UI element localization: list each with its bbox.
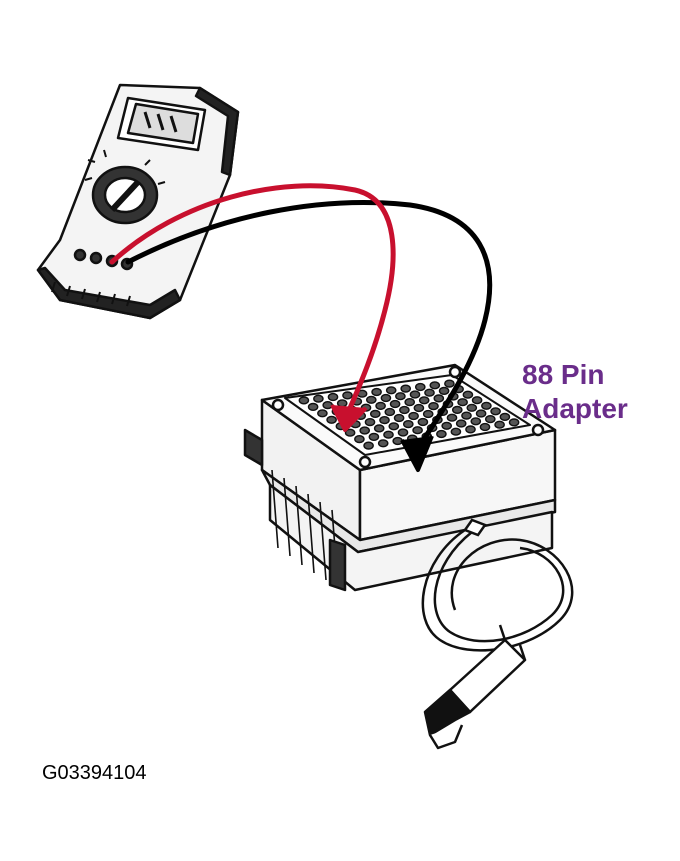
callout-line-2: Adapter <box>522 393 628 424</box>
adapter-pin <box>481 401 492 410</box>
adapter-pin <box>388 422 400 431</box>
adapter-pin <box>479 422 491 432</box>
adapter-pin <box>377 439 389 448</box>
adapter-pin <box>465 425 476 434</box>
adapter-pin <box>494 420 505 429</box>
adapter-pin <box>413 403 425 413</box>
adapter-pin <box>436 429 447 439</box>
adapter-pin <box>422 409 434 419</box>
adapter-pin <box>384 407 396 417</box>
adapter-pin <box>444 379 455 388</box>
adapter-pin <box>380 393 392 403</box>
adapter-pin <box>373 424 385 433</box>
adapter-pin <box>471 396 483 405</box>
adapter-pin <box>399 405 410 415</box>
adapter-pin <box>412 426 423 435</box>
adapter-pin <box>408 411 419 421</box>
adapter-pin <box>424 388 435 397</box>
adapter-pin <box>418 396 430 405</box>
adapter-pin <box>457 398 468 407</box>
black-test-lead <box>125 199 493 472</box>
adapter-pin <box>414 382 426 392</box>
adapter-pin <box>451 405 463 415</box>
adapter-pin <box>499 412 511 422</box>
adapter-pin <box>462 390 474 399</box>
adapter-pin <box>490 407 501 416</box>
adapter-pin <box>371 387 382 397</box>
adapter-pin <box>409 390 421 399</box>
adapter-pin <box>363 441 374 450</box>
multimeter-icon <box>36 83 240 320</box>
adapter-pin <box>461 411 472 420</box>
adapter-pin <box>317 409 328 418</box>
adapter-pin <box>364 418 376 427</box>
adapter-pin <box>344 428 356 437</box>
adapter-pin <box>402 420 414 429</box>
adapter-pin <box>508 418 520 427</box>
adapter-pin <box>475 409 487 418</box>
adapter-pin <box>389 399 401 409</box>
adapter-pin <box>470 417 482 426</box>
test-lead-icon <box>421 518 574 652</box>
adapter-pin <box>400 384 412 393</box>
adapter-pin <box>395 392 406 401</box>
adapter-pin <box>379 416 390 425</box>
adapter-pin <box>397 428 409 437</box>
figure-id: G03394104 <box>42 762 147 784</box>
adapter-pin <box>455 419 467 428</box>
adapter-pin <box>369 409 381 419</box>
adapter-pin <box>354 435 365 444</box>
adapter-pin <box>484 415 496 424</box>
adapter-pin <box>342 391 353 400</box>
adapter-pin <box>327 392 339 402</box>
adapter-pin <box>307 402 319 412</box>
adapter-pin <box>326 415 337 424</box>
adapter-pin <box>438 386 450 396</box>
adapter-pin <box>433 394 445 403</box>
adapter-pin <box>298 396 310 405</box>
adapter-pin <box>404 398 416 407</box>
adapter-pin <box>368 432 380 442</box>
callout-line-1: 88 Pin <box>522 359 605 390</box>
adapter-pin <box>450 427 462 436</box>
adapter-pin <box>385 386 397 395</box>
adapter-pin <box>446 413 458 422</box>
adapter-pin <box>365 395 377 404</box>
adapter-pin <box>393 413 405 423</box>
adapter-pin <box>322 401 334 410</box>
adapter-box-icon <box>243 363 557 592</box>
adapter-pin <box>359 426 371 435</box>
adapter-pin <box>466 403 478 412</box>
adapter-pin <box>417 417 429 427</box>
adapter-callout-label: 88 Pin Adapter <box>522 358 672 426</box>
red-test-lead <box>109 183 396 432</box>
adapter-pin <box>428 402 439 411</box>
adapter-pin <box>383 430 394 439</box>
adapter-pin <box>429 381 441 390</box>
alligator-clip-icon <box>423 624 527 750</box>
adapter-pin <box>313 394 324 403</box>
adapter-pin <box>375 401 386 411</box>
adapter-pin <box>441 421 453 430</box>
